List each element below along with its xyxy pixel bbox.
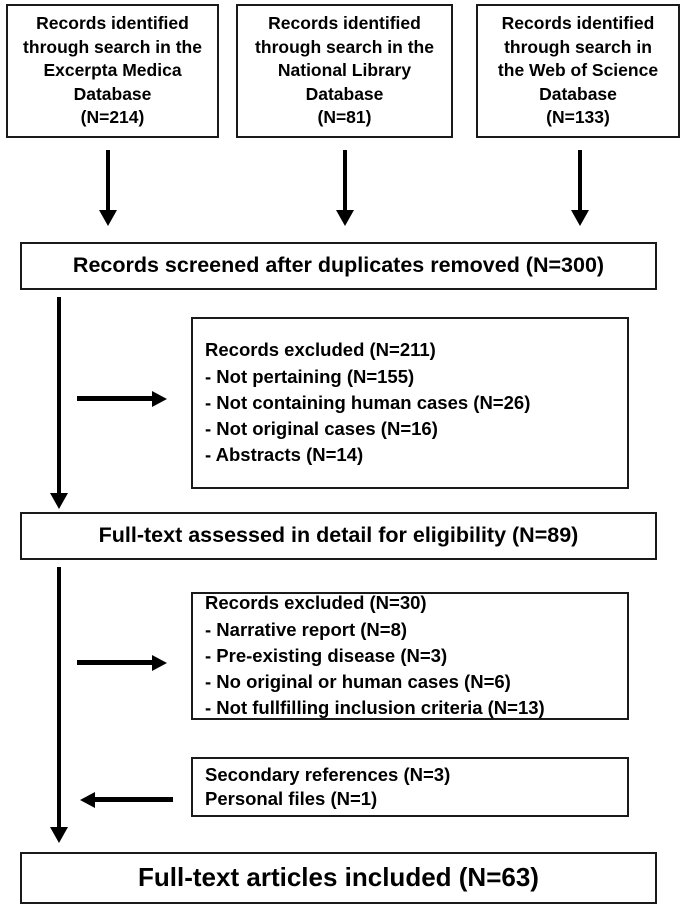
source-line: Database [73,83,152,104]
source-line: Records identified [501,13,655,34]
source-line: through search in the [23,36,202,57]
exclusion-reason: - No original or human cases (N=6) [205,671,511,693]
arrowhead-down-icon [50,493,68,509]
source-line: through search in the [255,36,434,57]
exclusion-reason: - Not pertaining (N=155) [205,365,415,387]
source-line: National Library [277,60,412,81]
connector-arrow-source1-to-screened [106,150,110,212]
arrowhead-right-icon [152,391,167,407]
arrowhead-down-icon [336,210,354,226]
source-line: Excerpta Medica [43,60,182,81]
source-box-web-of-science: Records identified through search in the… [476,4,680,138]
source-line: through search in [504,36,652,57]
source-count: (N=81) [317,107,372,128]
source-box-national-library: Records identified through search in the… [236,4,453,138]
exclusion-reason: - Pre-existing disease (N=3) [205,644,448,666]
exclusion-heading: Records excluded (N=211) [205,339,436,361]
source-count: (N=133) [546,107,610,128]
connector-spine-fulltext-to-included [57,567,61,829]
source-line: the Web of Science [497,60,659,81]
exclusion-box-eligibility: Records excluded (N=30) - Narrative repo… [191,592,629,720]
exclusion-reason: - Not containing human cases (N=26) [205,391,531,413]
connector-arrow-source2-to-screened [343,150,347,212]
exclusion-reason: - Abstracts (N=14) [205,444,364,466]
arrowhead-right-icon [152,655,167,671]
arrowhead-left-icon [80,792,95,808]
additional-sources-box: Secondary references (N=3) Personal file… [191,757,629,817]
exclusion-reason: - Not fullfilling inclusion criteria (N=… [205,697,545,719]
connector-arrow-source3-to-screened [578,150,582,212]
exclusion-reason: - Not original cases (N=16) [205,418,438,440]
arrowhead-down-icon [50,827,68,843]
exclusion-box-screening: Records excluded (N=211) - Not pertainin… [191,317,629,489]
additional-source-line: Personal files (N=1) [205,788,378,809]
source-line: Records identified [36,13,189,34]
source-line: Database [539,83,617,104]
connector-spine-screened-to-fulltext [57,297,61,495]
source-line: Database [305,83,384,104]
exclusion-reason: - Narrative report (N=8) [205,618,408,640]
source-box-excerpta-medica: Records identified through search in the… [6,4,219,138]
stage-label: Records screened after duplicates remove… [72,253,605,278]
connector-arrow-to-exclusions-screening [77,396,153,401]
source-line: Records identified [268,13,421,34]
stage-label: Full-text assessed in detail for eligibi… [98,523,579,548]
stage-box-articles-included: Full-text articles included (N=63) [20,852,657,904]
arrowhead-down-icon [571,210,589,226]
stage-box-records-screened: Records screened after duplicates remove… [20,242,657,290]
additional-source-line: Secondary references (N=3) [205,763,451,785]
connector-arrow-from-additional-sources [95,797,173,802]
connector-arrow-to-exclusions-eligibility [77,660,153,665]
source-count: (N=214) [80,107,145,128]
stage-label: Full-text articles included (N=63) [138,862,539,893]
exclusion-heading: Records excluded (N=30) [205,592,427,614]
arrowhead-down-icon [99,210,117,226]
stage-box-fulltext-assessed: Full-text assessed in detail for eligibi… [20,512,657,560]
